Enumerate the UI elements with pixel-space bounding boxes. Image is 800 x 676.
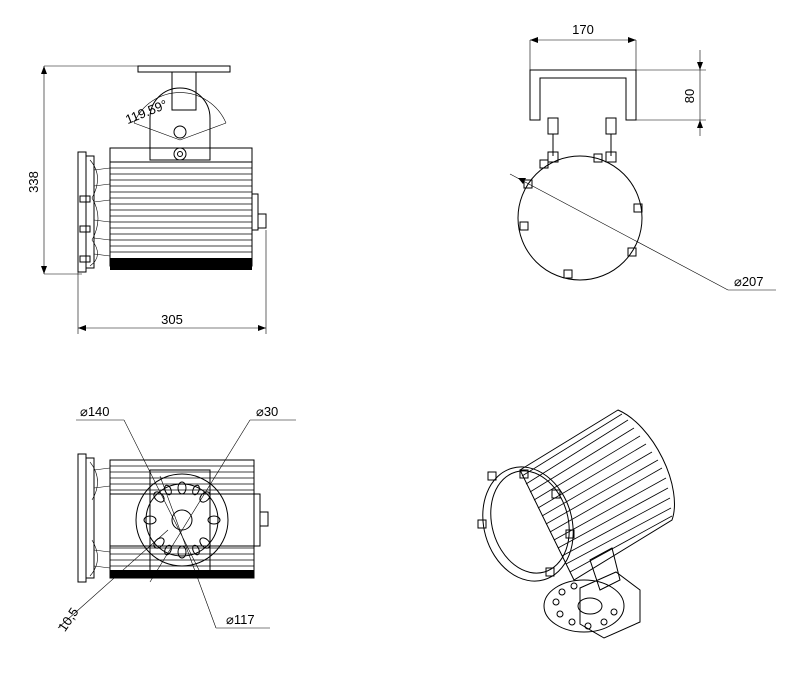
dim-bracket-height-80: 80 xyxy=(682,89,697,103)
side-view xyxy=(41,65,267,334)
rear-view-fins xyxy=(110,465,254,567)
front-view xyxy=(509,37,776,291)
dim-angle: 119.59° xyxy=(123,97,169,127)
dim-slot-width: 10,5 xyxy=(55,605,82,634)
side-view-fins xyxy=(110,167,252,253)
dim-ring-inner: ⌀117 xyxy=(226,612,255,627)
dim-center-hole: ⌀30 xyxy=(256,404,278,419)
isometric-view xyxy=(477,409,675,639)
dim-height-338: 338 xyxy=(26,171,41,193)
isometric-slots xyxy=(552,582,618,630)
dim-ring-outer: ⌀140 xyxy=(80,404,110,419)
dim-body-diameter: ⌀207 xyxy=(734,274,764,289)
dim-width-305: 305 xyxy=(161,312,183,327)
dim-bracket-width-170: 170 xyxy=(572,22,594,37)
rear-view-slots xyxy=(143,481,221,559)
rear-view xyxy=(57,419,296,629)
front-view-clips xyxy=(519,153,643,279)
